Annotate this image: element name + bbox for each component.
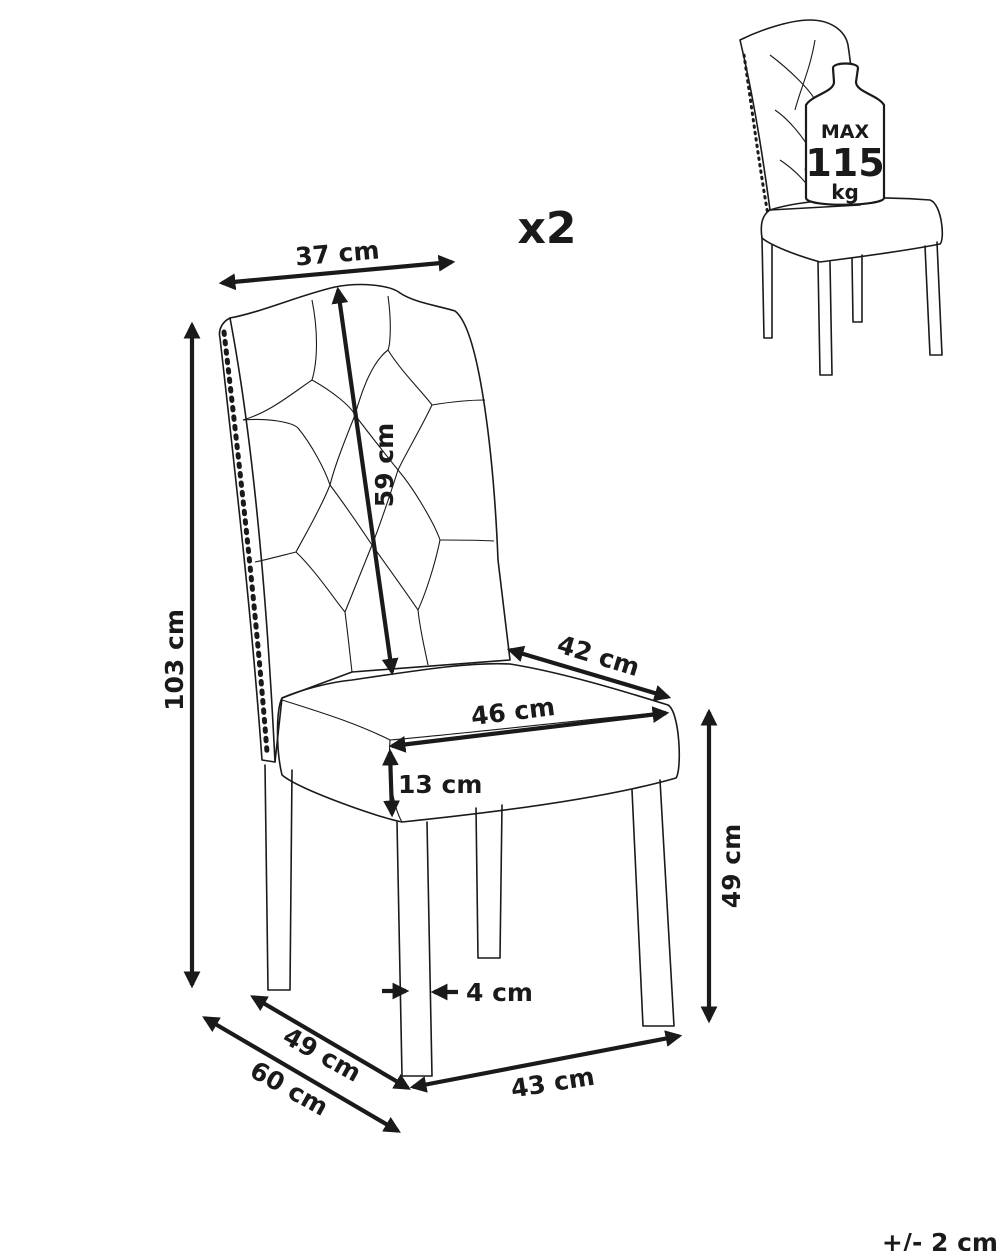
label-seat-thickness: 13 cm (398, 770, 482, 799)
dimension-arrows (183, 254, 718, 1133)
quantity-label: x2 (518, 203, 577, 254)
tufting (242, 295, 495, 673)
label-seat-width: 46 cm (469, 692, 556, 731)
label-backrest-height: 59 cm (370, 423, 399, 507)
seat-cushion (276, 662, 681, 823)
back-left-leg (264, 764, 293, 991)
arrow-seat-depth (506, 645, 672, 702)
arrow-seat-width (388, 706, 670, 753)
arrow-total-depth (202, 1016, 401, 1133)
nailhead-trim (221, 329, 270, 755)
front-right-leg (631, 779, 675, 1027)
back-right-leg (475, 804, 503, 959)
arrow-backrest-width (218, 254, 456, 291)
thumb-leg-front-left (817, 261, 833, 376)
thumb-leg-front-right (924, 241, 943, 356)
thumb-leg-back-right (851, 254, 863, 323)
tolerance-label: +/- 2 cm (882, 1228, 998, 1251)
label-seat-height: 49 cm (717, 824, 746, 908)
label-leg-thickness: 4 cm (466, 978, 533, 1007)
label-backrest-width: 37 cm (294, 235, 381, 271)
max-unit: kg (831, 180, 859, 204)
arrow-base-width (409, 1030, 683, 1093)
front-left-leg (396, 821, 433, 1077)
arrow-backrest-height (331, 286, 399, 676)
weight-bottle (804, 62, 886, 206)
thumb-seat (760, 197, 944, 263)
max-load-illustration: MAX 115 kg (739, 19, 944, 376)
max-label: MAX (821, 121, 870, 143)
arrow-seat-thickness (382, 748, 400, 818)
label-total-height: 103 cm (160, 609, 189, 711)
thumb-tufting (769, 39, 821, 196)
dimension-labels: x2 37 cm 59 cm 103 cm 42 cm 46 cm 13 cm … (160, 203, 998, 1251)
backrest-side (218, 317, 276, 763)
thumb-nailhead (742, 53, 770, 217)
thumb-leg-back-left (761, 237, 773, 339)
max-value: 115 (805, 141, 884, 185)
